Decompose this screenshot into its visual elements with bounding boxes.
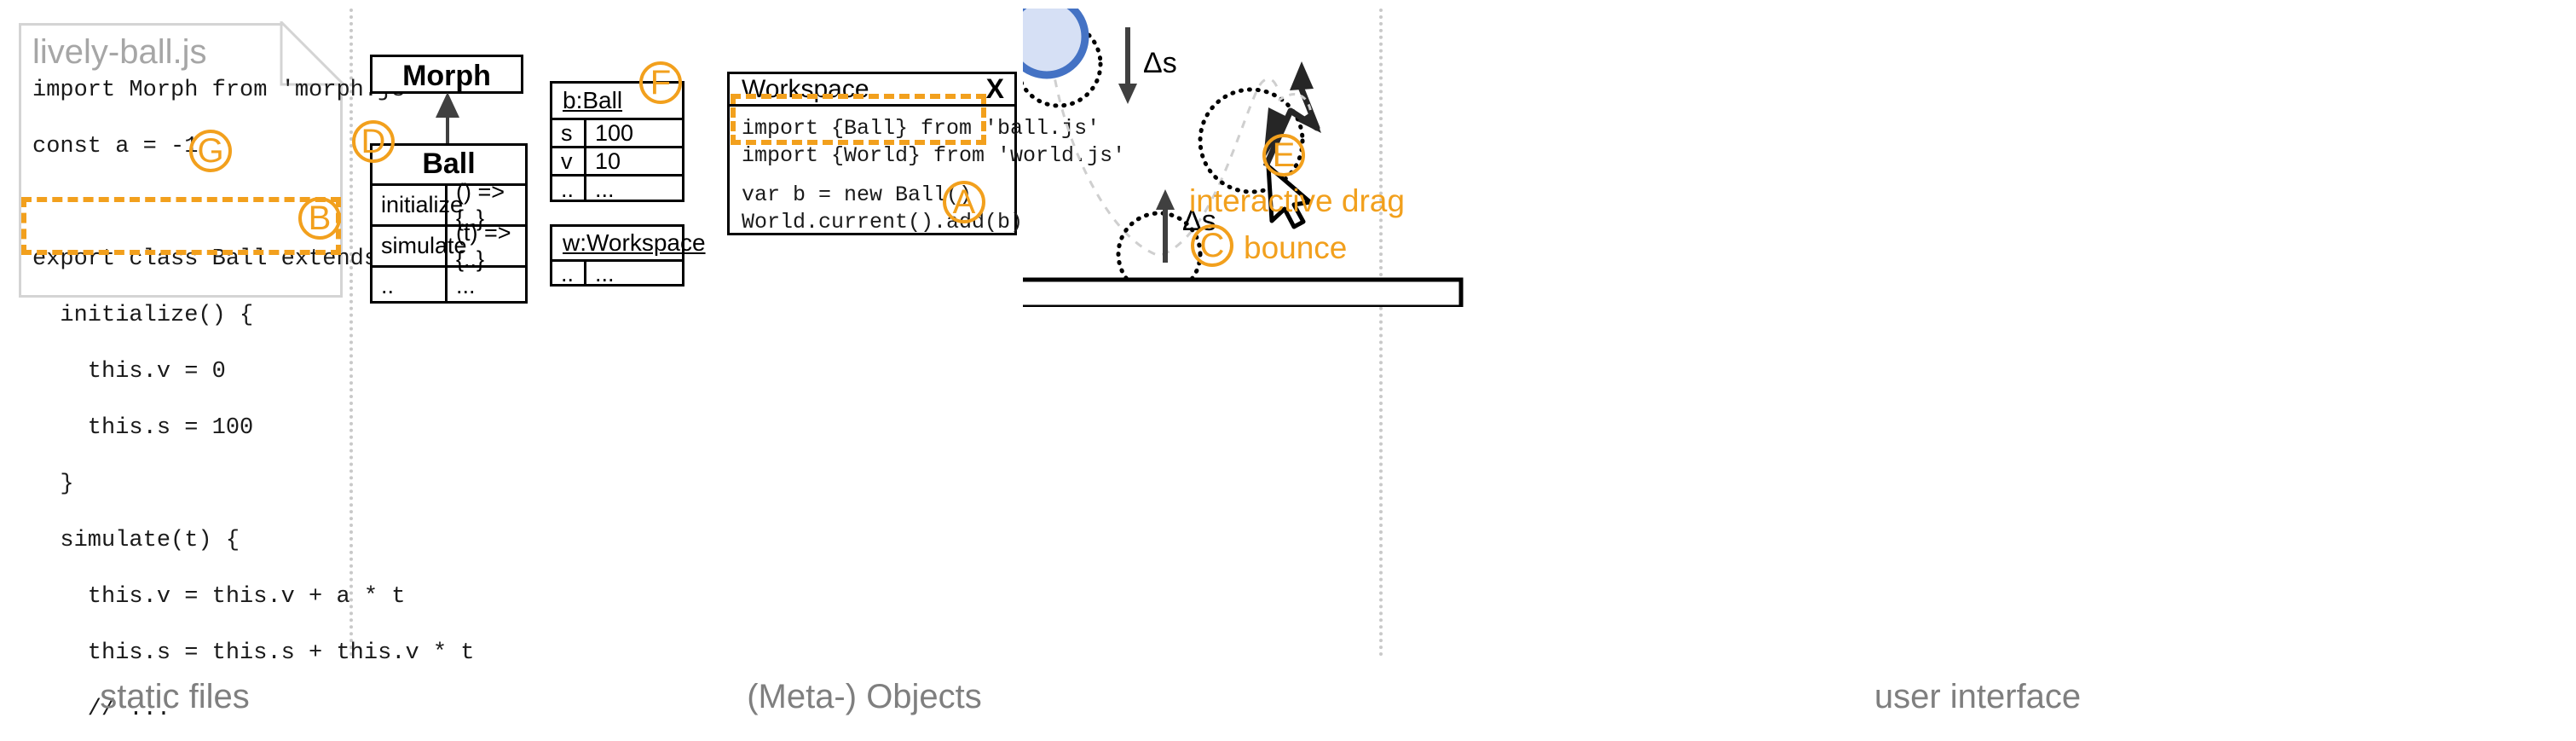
object-row-value: 100 <box>595 119 634 146</box>
code-line: this.s = this.s + this.v * t <box>32 640 475 666</box>
marker-g[interactable]: G <box>189 130 232 172</box>
highlight-box-workspace-snippet <box>731 94 986 145</box>
delta-s-arrow-down-icon <box>1118 27 1137 104</box>
workspace-code-top[interactable]: import {Ball} from 'ball.js' import {Wor… <box>742 116 1126 168</box>
class-row-value: (t) => {..} <box>456 219 511 272</box>
object-row-value: ... <box>595 176 615 202</box>
class-row-name: .. <box>373 268 448 304</box>
file-card-border <box>19 23 343 298</box>
code-line: } <box>32 472 74 497</box>
caption-user-interface: user interface <box>1874 678 2082 715</box>
class-row-value: ... <box>456 272 476 298</box>
marker-d[interactable]: D <box>352 120 395 163</box>
marker-a[interactable]: A <box>943 181 985 223</box>
delta-s-arrow-up-icon <box>1156 189 1175 263</box>
delta-s-label-top: Δs <box>1143 47 1177 79</box>
label-bounce: bounce <box>1244 230 1348 265</box>
class-box-morph: Morph <box>370 55 523 94</box>
folded-corner-icon <box>280 21 344 87</box>
object-row-value: 10 <box>595 148 621 174</box>
ghost-ball-drag <box>1198 87 1305 194</box>
code-line: this.v = 0 <box>32 359 226 385</box>
source-file-card: lively-ball.js import Morph from 'morph.… <box>19 21 488 722</box>
class-box-ball: Ball initialize () => {..} simulate (t) … <box>370 143 528 304</box>
caption-static-files: static files <box>100 678 250 715</box>
inheritance-arrow-icon <box>436 92 459 145</box>
ball-current <box>1023 9 1089 79</box>
object-row-value: ... <box>595 261 615 287</box>
column-divider-left <box>349 9 353 657</box>
class-title-morph: Morph <box>402 60 491 92</box>
mouse-cursor-icon <box>1266 164 1313 229</box>
class-row-ball: .. ... <box>373 265 525 304</box>
object-row: s 100 <box>552 118 682 146</box>
object-row-name: .. <box>552 177 586 202</box>
marker-e[interactable]: E <box>1262 134 1305 177</box>
class-title-ball: Ball <box>422 148 476 180</box>
file-title: lively-ball.js <box>32 33 207 71</box>
object-title-b-ball: b:Ball <box>563 87 623 113</box>
marker-b[interactable]: B <box>298 197 341 240</box>
code-line: simulate(t) { <box>32 528 240 553</box>
object-box-w-workspace: w:Workspace .. ... <box>550 224 706 287</box>
column-divider-right <box>1379 9 1383 657</box>
code-line: import Morph from 'morph.js' <box>32 78 419 103</box>
ground-bar <box>1023 277 1464 307</box>
ball-simulation-scene <box>1023 9 1464 307</box>
class-row-ball: simulate (t) => {..} <box>373 219 525 272</box>
marker-f[interactable]: F <box>639 61 682 104</box>
object-row-name: .. <box>552 261 586 287</box>
object-row-name: s <box>552 120 586 146</box>
highlight-box-simulate <box>21 197 341 255</box>
class-row-name: initialize <box>373 186 463 224</box>
class-row-ball: initialize () => {..} <box>373 178 525 231</box>
class-row-value: () => {..} <box>456 178 505 231</box>
marker-c[interactable]: C <box>1191 224 1233 267</box>
code-line: const a = -1 <box>32 134 199 159</box>
close-icon[interactable]: X <box>985 73 1004 104</box>
code-line: this.v = this.v + a * t <box>32 584 406 610</box>
code-line: initialize() { <box>32 303 254 328</box>
caption-meta-objects: (Meta-) Objects <box>747 678 982 715</box>
object-title-w-workspace: w:Workspace <box>563 229 706 256</box>
code-line: // ... <box>32 697 171 722</box>
label-interactive-drag: interactive drag <box>1189 183 1405 218</box>
workspace-window[interactable]: Workspace X import {Ball} from 'ball.js'… <box>727 72 1125 235</box>
object-row-name: v <box>552 148 586 174</box>
class-row-name: simulate <box>373 227 467 265</box>
object-row: .. ... <box>552 259 682 287</box>
object-row: v 10 <box>552 146 682 174</box>
object-row: .. ... <box>552 174 682 202</box>
trajectory-path <box>1047 33 1279 258</box>
code-line: this.s = 100 <box>32 415 254 441</box>
